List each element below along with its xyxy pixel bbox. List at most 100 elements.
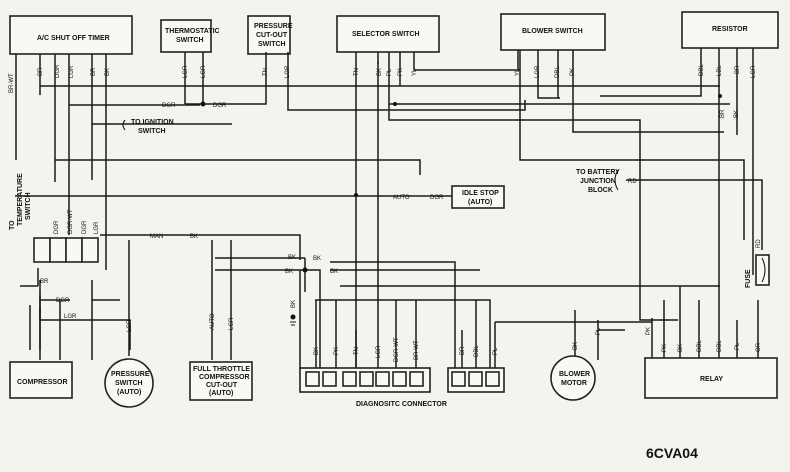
ft-lgr-label: LGR xyxy=(229,317,235,330)
figure-code: 6CVA04 xyxy=(646,445,698,461)
pressure-cutout-switch-box xyxy=(247,15,291,55)
svg-text:DGR: DGR xyxy=(82,220,88,234)
svg-text:YL: YL xyxy=(515,68,521,76)
svg-text:PK: PK xyxy=(646,327,652,335)
pswitch-label-3: (AUTO) xyxy=(117,389,141,396)
fuse-element xyxy=(761,257,766,283)
blower-switch-box xyxy=(500,13,606,51)
temp-switch-label-2: TEMPERATURE xyxy=(17,173,24,226)
compressor-lgr-label: LGR xyxy=(64,314,77,320)
battery-label-3: BLOCK xyxy=(588,187,613,194)
selector-label: SELECTOR SWITCH xyxy=(352,31,420,38)
svg-text:LGR: LGR xyxy=(69,65,75,78)
block-cell-2 xyxy=(49,237,67,263)
pswitch-lgr-label: LGR xyxy=(127,319,133,332)
resistor-label: RESISTOR xyxy=(712,26,748,33)
block-cell-1 xyxy=(33,237,51,263)
svg-text:DGR-WT: DGR-WT xyxy=(68,209,74,234)
rd-label-vertical: RD xyxy=(756,239,762,248)
blower-switch-label: BLOWER SWITCH xyxy=(522,28,583,35)
dgr-label-right: DGR xyxy=(213,103,227,109)
pressure-label-1: PRESSURE xyxy=(254,23,293,30)
wiring xyxy=(15,48,763,370)
junction-dots xyxy=(200,94,722,273)
diag-connector-label: DIAGNOSITC CONNECTOR xyxy=(356,401,447,408)
svg-text:LGR: LGR xyxy=(201,65,207,78)
bk-label-j4: BK xyxy=(330,269,338,275)
dgr-label-idle: DGR xyxy=(430,195,444,201)
battery-label-1: TO BATTERY xyxy=(576,169,620,176)
blower-pin-labels: YL LGR DBL PK xyxy=(515,65,576,78)
svg-text:OR: OR xyxy=(756,342,762,352)
fuse-box xyxy=(755,254,770,286)
svg-text:LGR: LGR xyxy=(94,221,100,234)
battery-label-2: JUNCTION xyxy=(580,178,616,185)
svg-text:YL: YL xyxy=(412,68,418,76)
svg-text:TN: TN xyxy=(354,347,360,355)
bk-label-j2: BK xyxy=(285,269,293,275)
svg-text:BR-WT: BR-WT xyxy=(414,340,420,360)
svg-text:BK: BK xyxy=(314,347,320,355)
fuse-label: FUSE xyxy=(745,269,752,288)
bk-label-j1: BK xyxy=(288,255,296,261)
motor-bk-label: BK xyxy=(573,342,579,350)
battery-bracket xyxy=(614,169,619,191)
svg-text:BR: BR xyxy=(735,65,741,74)
svg-text:TN: TN xyxy=(354,68,360,76)
bk-label-man: BK xyxy=(190,234,198,240)
svg-text:PK: PK xyxy=(398,68,404,76)
ft-label-4: (AUTO) xyxy=(209,390,233,397)
svg-text:DGR: DGR xyxy=(55,64,61,78)
motor-pl-label: PL xyxy=(596,327,602,335)
timer-pin-labels: BR-WT BR DGR LGR BR BK xyxy=(9,64,111,93)
compressor-box xyxy=(9,361,73,399)
thermostatic-switch-box xyxy=(160,19,212,53)
pressure-label-3: SWITCH xyxy=(258,41,286,48)
to-ignition-label-2: SWITCH xyxy=(138,128,166,135)
ac-timer-label: A/C SHUT OFF TIMER xyxy=(37,35,110,42)
pswitch-label-1: PRESSURE xyxy=(111,371,150,378)
ft-label-2: COMPRESSOR xyxy=(199,374,250,381)
ft-auto-label: AUTO xyxy=(210,313,216,330)
br-label-block: BR xyxy=(40,279,49,285)
svg-text:BR-WT: BR-WT xyxy=(9,73,15,93)
svg-text:DGR-WT: DGR-WT xyxy=(394,337,400,362)
svg-text:DBL: DBL xyxy=(474,345,480,357)
dgr-label-left: DGR xyxy=(162,103,176,109)
svg-text:PL: PL xyxy=(735,342,741,350)
full-throttle-box xyxy=(189,361,253,401)
idle-stop-label-1: IDLE STOP xyxy=(462,190,499,197)
bk-label-ground: BK xyxy=(291,300,297,308)
selector-pin-labels: TN BK PL PK YL xyxy=(354,68,418,76)
bk-label-j3: BK xyxy=(313,256,321,262)
svg-text:BR: BR xyxy=(38,67,44,76)
ground-symbol xyxy=(290,314,296,326)
temp-switch-label-3: SWITCH xyxy=(25,192,32,220)
ignition-bracket xyxy=(122,119,126,131)
svg-text:DGR: DGR xyxy=(54,220,60,234)
idle-stop-box xyxy=(451,185,505,209)
block-cell-3 xyxy=(65,237,83,263)
svg-text:DBL: DBL xyxy=(717,340,723,352)
relay-label: RELAY xyxy=(700,376,723,383)
svg-text:DBL: DBL xyxy=(697,340,703,352)
man-label: MAN xyxy=(150,234,163,240)
compressor-dgr-label: DGR xyxy=(56,298,70,304)
thermo-label-2: SWITCH xyxy=(176,37,204,44)
svg-text:BK: BK xyxy=(377,68,383,76)
blower-motor-label-2: MOTOR xyxy=(561,380,587,387)
blower-motor-label-1: BLOWER xyxy=(559,371,590,378)
relay-pin-labels: PK PK BK DBL DBL PL OR xyxy=(646,327,762,352)
idle-stop-label-2: (AUTO) xyxy=(468,199,492,206)
temp-switch-label-1: TO xyxy=(9,220,16,230)
blower-motor-circle xyxy=(550,355,596,401)
ft-label-3: CUT-OUT xyxy=(206,382,238,389)
selector-switch-box xyxy=(336,15,440,53)
svg-text:PK: PK xyxy=(662,344,668,352)
thermo-label-1: THERMOSTATIC xyxy=(165,28,220,35)
svg-text:BK: BK xyxy=(105,68,111,76)
svg-text:LGR: LGR xyxy=(183,65,189,78)
svg-text:BR: BR xyxy=(720,109,726,118)
